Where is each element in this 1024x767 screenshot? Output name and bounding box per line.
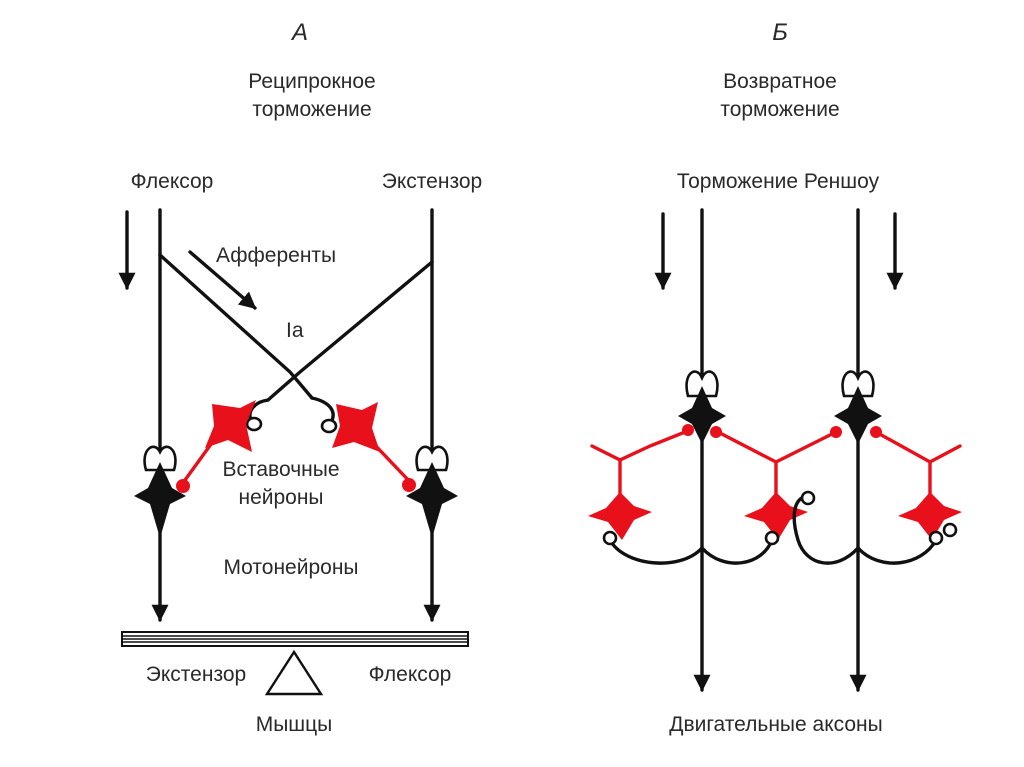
panel-b-title-line1: Возвратное	[723, 70, 837, 93]
renshaw-synapse-3	[830, 426, 842, 438]
panel-a-letter: А	[290, 19, 308, 46]
synapse-knob-left	[245, 416, 263, 432]
motoneuron-left-afferent-synapse	[143, 445, 177, 472]
fulcrum-triangle	[264, 649, 324, 696]
recurrent-collateral-2	[700, 538, 774, 565]
panel-b-letter: Б	[772, 19, 788, 46]
extensor-bottom-label: Экстензор	[146, 663, 246, 686]
interneuron-right-axon	[370, 440, 414, 486]
collateral-knob-5	[942, 522, 958, 538]
collateral-knob-4	[928, 530, 944, 546]
synapse-knob-right	[320, 418, 338, 434]
collateral-knob-2	[764, 530, 780, 546]
interneurons-label-line1: Вставочные	[222, 458, 339, 481]
collateral-knob-3	[800, 490, 816, 506]
motoneurons-label: Мотонейроны	[223, 556, 358, 579]
motoneuron-right-afferent-synapse	[415, 445, 449, 472]
muscles-label: Мышцы	[256, 713, 333, 736]
renshaw-synapse-4	[870, 426, 882, 438]
inhibitory-synapse-right	[402, 478, 416, 492]
motor-axons-label: Двигательные аксоны	[669, 713, 883, 736]
motoneuron-b-left-synapse	[685, 370, 719, 398]
recurrent-collateral-1	[608, 538, 704, 565]
interneuron-left-axon	[178, 438, 216, 489]
renshaw-synapse-1	[682, 424, 694, 436]
interneurons-label-line2: нейроны	[238, 486, 323, 509]
panel-b-title-line2: торможение	[720, 98, 839, 121]
flexor-afferent-fiber	[158, 253, 314, 400]
motoneuron-b-left	[678, 386, 726, 444]
renshaw-cell-middle	[744, 492, 808, 540]
extensor-afferent-fiber	[266, 260, 434, 402]
collateral-knob-1	[602, 530, 618, 546]
panel-a-title-line2: торможение	[252, 98, 371, 121]
interneuron-right	[332, 402, 380, 452]
renshaw-synapse-2	[710, 426, 722, 438]
motoneuron-b-right-synapse	[841, 370, 875, 398]
motoneuron-b-right	[834, 386, 882, 444]
renshaw-axon-right	[874, 430, 962, 464]
recurrent-collateral-3	[792, 494, 860, 565]
renshaw-cell-right	[898, 492, 962, 540]
extensor-top-label: Экстензор	[382, 170, 482, 193]
renshaw-axon-middle	[716, 430, 838, 464]
ia-label: Ia	[286, 319, 304, 342]
flexor-bottom-label: Флексор	[369, 663, 452, 686]
panel-a: А Реципрокное торможение Флексор Экстенз…	[118, 19, 482, 736]
inhibitory-synapse-left	[176, 479, 190, 493]
renshaw-label: Торможение Реншоу	[677, 170, 880, 193]
panel-a-title-line1: Реципрокное	[248, 70, 375, 93]
afferents-arrow	[188, 250, 257, 310]
renshaw-axon-left-a	[590, 428, 692, 462]
renshaw-cell-left	[588, 492, 652, 540]
muscle-bar	[121, 631, 469, 647]
panel-b: Б Возвратное торможение Торможение Реншо…	[588, 19, 962, 736]
motoneuron-right	[406, 462, 458, 538]
flexor-top-label: Флексор	[131, 170, 214, 193]
afferents-label: Афференты	[216, 244, 336, 267]
interneuron-left	[205, 400, 256, 452]
recurrent-collateral-4	[856, 538, 938, 565]
motoneuron-left	[134, 462, 186, 538]
